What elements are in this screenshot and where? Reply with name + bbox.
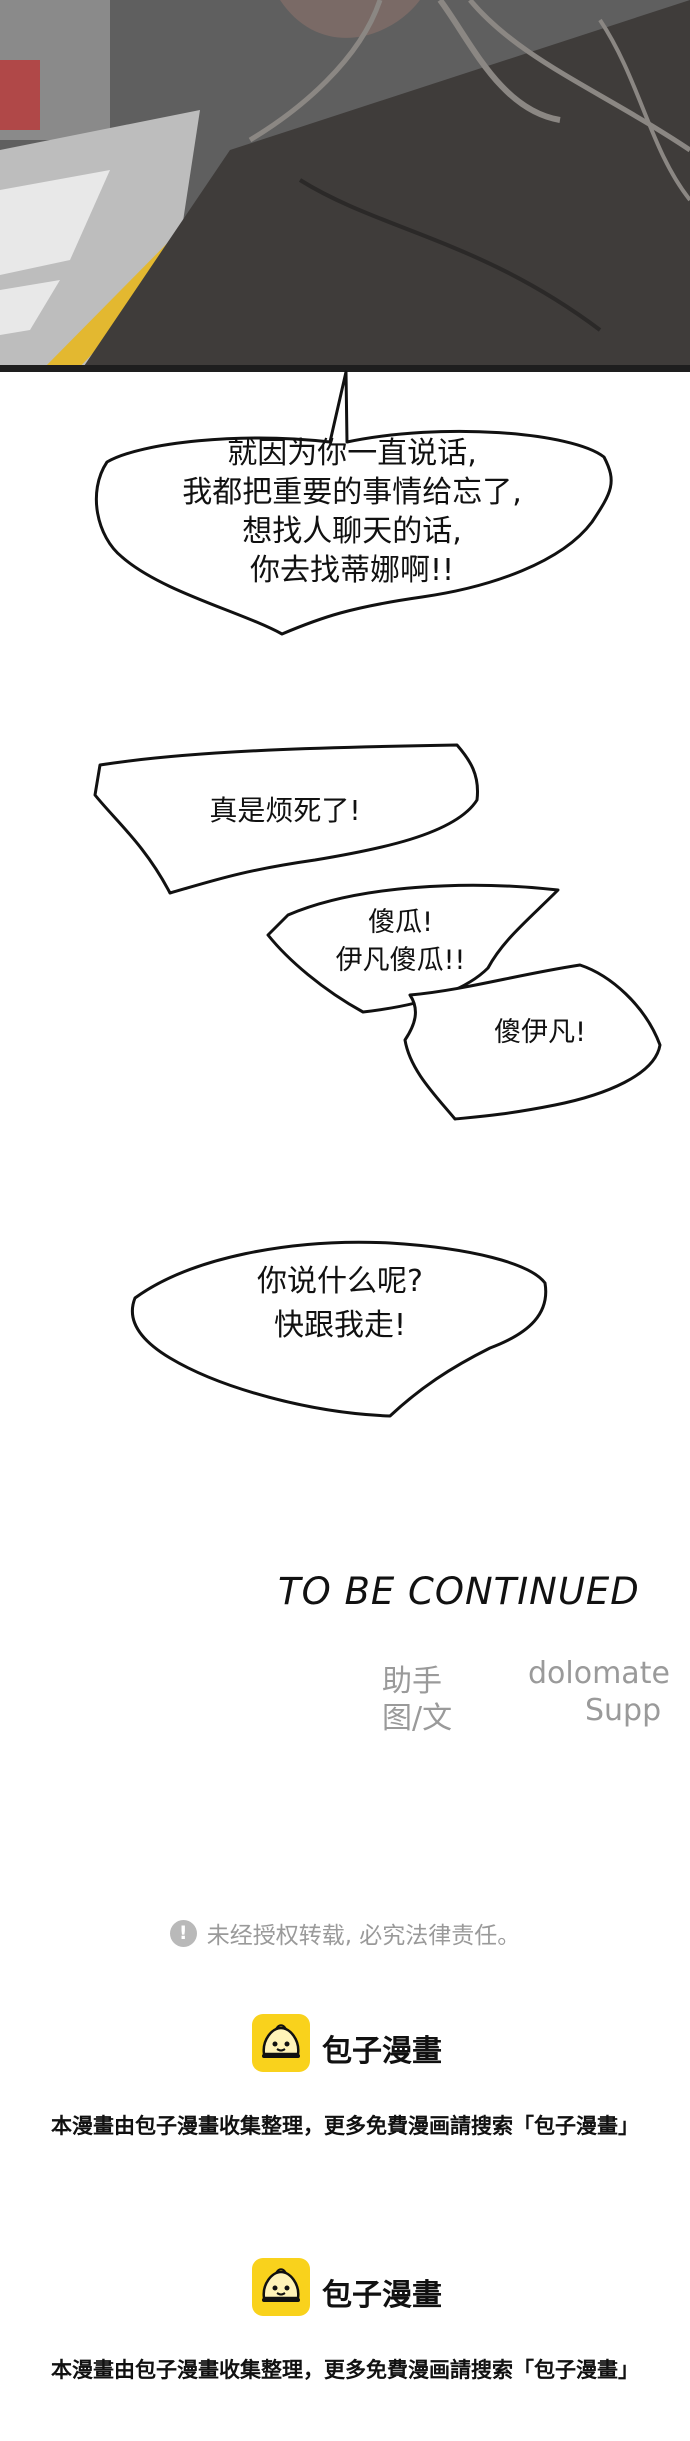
bun-icon: [252, 2258, 310, 2316]
credit-role-author: 图/文: [382, 1701, 453, 1736]
credit-name-assistant: dolomate: [528, 1656, 670, 1691]
speech-bubble-1-text: 就因为你一直说话, 我都把重要的事情给忘了, 想找人聊天的话, 你去找蒂娜啊!!: [92, 434, 612, 590]
comic-panel: [0, 0, 690, 372]
speech-bubble-5: 你说什么呢? 快跟我走!: [130, 1238, 550, 1418]
speech-line: 快跟我走!: [273, 1308, 407, 1343]
brand-description: 本漫畫由包子漫畫收集整理，更多免費漫画請搜索「包子漫畫」: [51, 2358, 639, 2382]
speech-bubble-2: 真是烦死了!: [93, 743, 485, 895]
brand-name: 包子漫畫: [322, 2034, 442, 2069]
speech-line: 你去找蒂娜啊!!: [249, 553, 455, 588]
credit-role-assistant: 助手: [382, 1664, 442, 1699]
to-be-continued-title: TO BE CONTINUED: [278, 1570, 640, 1613]
bun-icon: [252, 2014, 310, 2072]
speech-line: 就因为你一直说话,: [227, 436, 477, 471]
brand-block-2: 包子漫畫 本漫畫由包子漫畫收集整理，更多免費漫画請搜索「包子漫畫」: [0, 2258, 690, 2388]
speech-bubble-4-shape: [403, 963, 662, 1121]
brand-description: 本漫畫由包子漫畫收集整理，更多免費漫画請搜索「包子漫畫」: [51, 2114, 639, 2138]
credit-name-author: Supp: [585, 1693, 662, 1728]
copyright-notice: ! 未经授权转载, 必究法律责任。: [0, 1916, 690, 1950]
speech-bubble-1-shape: [94, 370, 613, 636]
speech-bubble-3: 傻瓜! 伊凡傻瓜!!: [266, 880, 568, 1015]
brand-block-1: 包子漫畫 本漫畫由包子漫畫收集整理，更多免費漫画請搜索「包子漫畫」: [0, 2014, 690, 2144]
speech-line: 傻伊凡!: [494, 1017, 586, 1048]
speech-bubble-1: 就因为你一直说话, 我都把重要的事情给忘了, 想找人聊天的话, 你去找蒂娜啊!!: [92, 370, 613, 636]
brand-name: 包子漫畫: [322, 2278, 442, 2313]
copyright-notice-text: 未经授权转载, 必究法律责任。: [206, 1923, 521, 1949]
speech-bubble-3-shape: [266, 883, 560, 1014]
speech-bubble-5-text: 你说什么呢? 快跟我走!: [130, 1260, 550, 1348]
exclamation-icon: !: [169, 1919, 197, 1947]
speech-line: 你说什么呢?: [257, 1264, 423, 1299]
speech-line: 我都把重要的事情给忘了,: [182, 475, 522, 510]
speech-line: 想找人聊天的话,: [242, 514, 462, 549]
speech-bubble-2-text: 真是烦死了!: [85, 793, 485, 829]
comic-panel-illustration: [0, 0, 690, 372]
speech-line: 真是烦死了!: [209, 794, 361, 827]
speech-bubble-2-shape: [93, 743, 480, 895]
speech-line: 傻瓜!: [368, 907, 433, 938]
speech-bubble-4: 傻伊凡!: [403, 963, 665, 1121]
speech-bubble-3-text: 傻瓜! 伊凡傻瓜!!: [233, 904, 568, 980]
speech-bubble-5-shape: [130, 1240, 548, 1418]
speech-line: 伊凡傻瓜!!: [335, 945, 466, 976]
speech-bubble-4-text: 傻伊凡!: [415, 1015, 665, 1051]
